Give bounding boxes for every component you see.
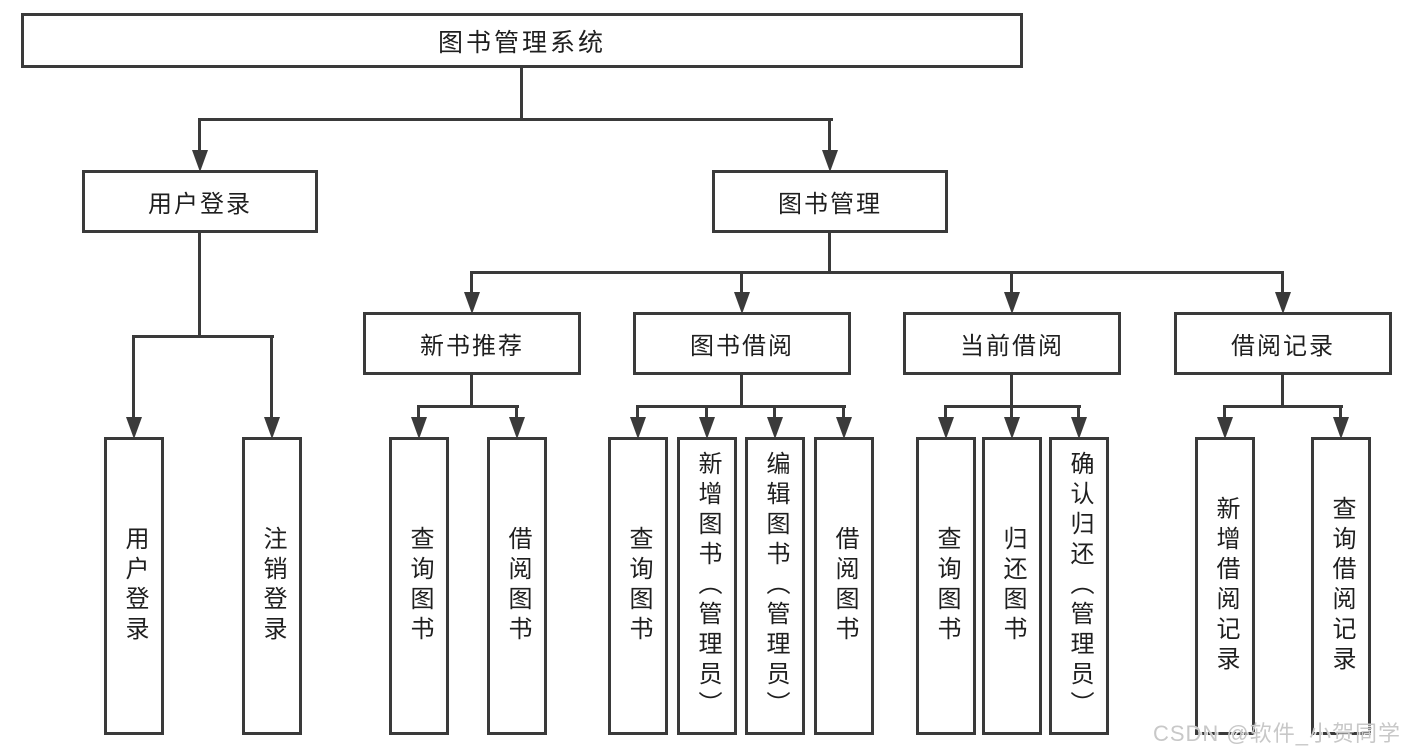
connector-level3-rail [470, 271, 1284, 274]
connector-drop-br-add [1223, 405, 1226, 421]
arrow-down-icon [767, 417, 783, 439]
connector-drop-login [132, 335, 135, 421]
node-borrow-record: 借阅记录 [1174, 312, 1392, 375]
node-label: 图书管理系统 [437, 28, 606, 57]
arrow-down-icon [264, 417, 280, 439]
node-label: 注销登录 [259, 526, 286, 646]
arrow-down-icon [836, 417, 852, 439]
connector-drop-book-management [828, 118, 831, 154]
connector-bb-stem [740, 375, 743, 408]
arrow-down-icon [192, 150, 208, 172]
connector-cb-stem [1010, 375, 1013, 408]
node-label: 新增借阅记录 [1212, 496, 1239, 676]
arrow-down-icon [1275, 292, 1291, 314]
arrow-down-icon [1004, 417, 1020, 439]
arrow-down-icon [509, 417, 525, 439]
connector-root-stem [520, 68, 523, 121]
connector-drop-user-login [198, 118, 201, 154]
leaf-br-add-record: 新增借阅记录 [1195, 437, 1255, 735]
connector-drop-borrow-record [1281, 271, 1284, 295]
node-label: 查询借阅记录 [1328, 496, 1355, 676]
arrow-down-icon [699, 417, 715, 439]
connector-user-login-stem [198, 233, 201, 338]
arrow-down-icon [464, 292, 480, 314]
node-user-login: 用户登录 [82, 170, 318, 233]
connector-drop-bb-query [636, 405, 639, 421]
connector-br-stem [1281, 375, 1284, 408]
node-book-borrow: 图书借阅 [633, 312, 851, 375]
node-label: 借阅记录 [1231, 333, 1335, 360]
connector-bb-rail [636, 405, 846, 408]
connector-drop-new-book-recommend [470, 271, 473, 295]
node-label: 图书借阅 [690, 333, 794, 360]
node-label: 归还图书 [999, 526, 1026, 646]
node-label: 借阅图书 [831, 526, 858, 646]
node-label: 当前借阅 [960, 333, 1064, 360]
node-current-borrow: 当前借阅 [903, 312, 1121, 375]
leaf-bb-query-books: 查询图书 [608, 437, 668, 735]
connector-drop-current-borrow [1010, 271, 1013, 295]
connector-drop-book-borrow [740, 271, 743, 295]
node-label: 用户登录 [121, 526, 148, 646]
leaf-cb-query-books: 查询图书 [916, 437, 976, 735]
arrow-down-icon [411, 417, 427, 439]
arrow-down-icon [1071, 417, 1087, 439]
leaf-cb-confirm-return-admin: 确认归还（管理员） [1049, 437, 1109, 735]
connector-drop-cb-query [944, 405, 947, 421]
arrow-down-icon [1004, 292, 1020, 314]
arrow-down-icon [734, 292, 750, 314]
leaf-cb-return-books: 归还图书 [982, 437, 1042, 735]
node-label: 查询图书 [406, 526, 433, 646]
node-label: 新增图书（管理员） [694, 451, 721, 721]
node-label: 用户登录 [148, 191, 252, 218]
leaf-bb-edit-books-admin: 编辑图书（管理员） [745, 437, 805, 735]
connector-drop-br-query [1339, 405, 1342, 421]
csdn-watermark: CSDN @软件_小贺同学 [1152, 721, 1401, 746]
arrow-down-icon [822, 150, 838, 172]
connector-drop-nbr-borrow [515, 405, 518, 421]
connector-drop-logout [270, 335, 273, 421]
node-book-management: 图书管理 [712, 170, 948, 233]
leaf-bb-add-books-admin: 新增图书（管理员） [677, 437, 737, 735]
arrow-down-icon [938, 417, 954, 439]
node-new-book-recommend: 新书推荐 [363, 312, 581, 375]
node-label: 图书管理 [778, 191, 882, 218]
arrow-down-icon [630, 417, 646, 439]
arrow-down-icon [126, 417, 142, 439]
node-label: 查询图书 [933, 526, 960, 646]
leaf-bb-borrow-books: 借阅图书 [814, 437, 874, 735]
node-label: 确认归还（管理员） [1066, 451, 1093, 721]
leaf-br-query-record: 查询借阅记录 [1311, 437, 1371, 735]
connector-drop-bb-add [705, 405, 708, 421]
arrow-down-icon [1333, 417, 1349, 439]
connector-user-login-rail [132, 335, 274, 338]
connector-drop-bb-edit [773, 405, 776, 421]
connector-drop-bb-borrow [842, 405, 845, 421]
leaf-user-login: 用户登录 [104, 437, 164, 735]
node-label: 查询图书 [625, 526, 652, 646]
node-label: 新书推荐 [420, 333, 524, 360]
node-label: 编辑图书（管理员） [762, 451, 789, 721]
connector-nbr-stem [470, 375, 473, 408]
leaf-logout: 注销登录 [242, 437, 302, 735]
node-label: 借阅图书 [504, 526, 531, 646]
connector-drop-cb-confirm [1077, 405, 1080, 421]
leaf-nbr-borrow-books: 借阅图书 [487, 437, 547, 735]
node-library-management-system: 图书管理系统 [21, 13, 1023, 68]
connector-nbr-rail [417, 405, 519, 408]
connector-drop-cb-return [1010, 405, 1013, 421]
connector-book-management-stem [828, 233, 831, 274]
connector-br-rail [1223, 405, 1343, 408]
connector-drop-nbr-query [417, 405, 420, 421]
leaf-nbr-query-books: 查询图书 [389, 437, 449, 735]
arrow-down-icon [1217, 417, 1233, 439]
connector-level2-rail [198, 118, 833, 121]
